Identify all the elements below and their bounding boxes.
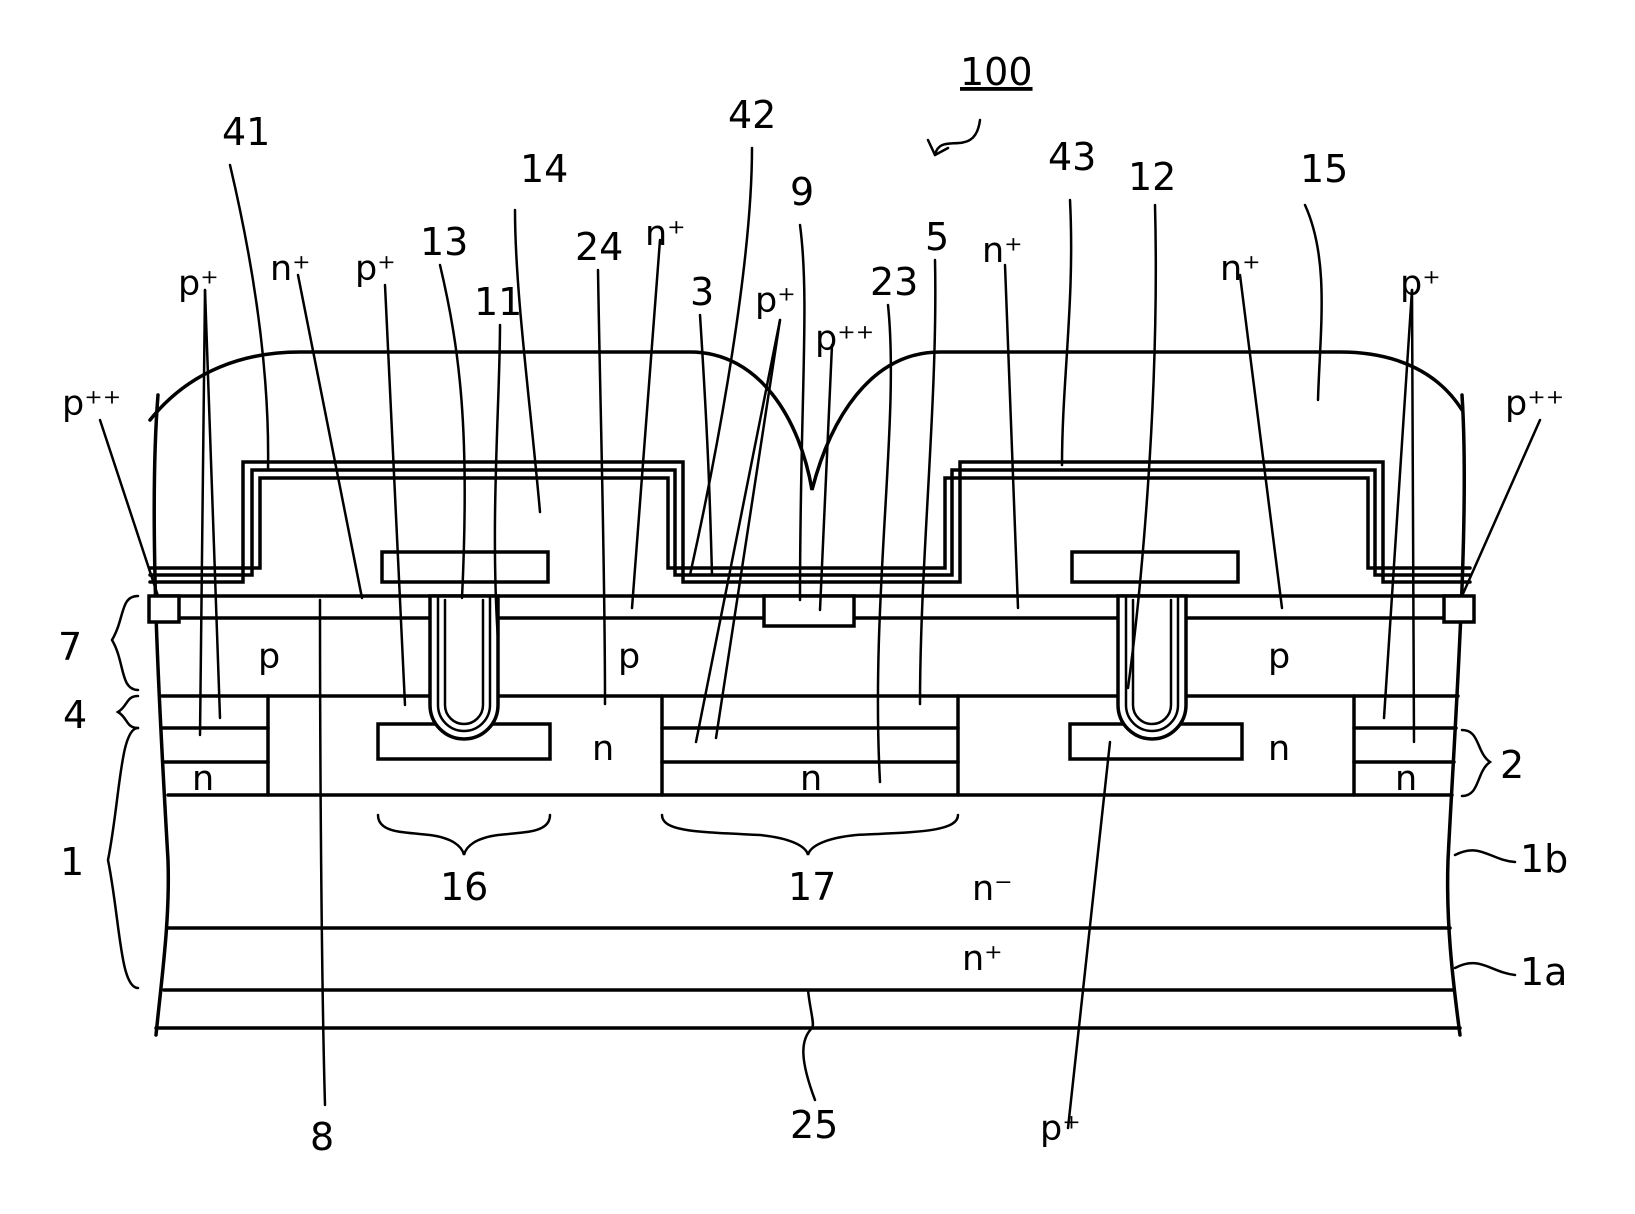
gate-electrode-right-cap: [1072, 552, 1238, 582]
label-4: 4: [63, 693, 87, 737]
doping-n-center: n: [592, 729, 614, 769]
figure-ref-100: 100: [960, 50, 1033, 94]
label-24: 24: [575, 225, 623, 269]
brace-17: [662, 815, 958, 855]
label-8: 8: [310, 1115, 334, 1159]
p-pp-contact-right: [1444, 596, 1474, 622]
label-13: 13: [420, 220, 468, 264]
p-pp-contact-left: [149, 596, 179, 622]
label-15: 15: [1300, 147, 1348, 191]
brace-2: [1462, 730, 1490, 796]
doping-n-bottom-left: n: [192, 759, 214, 799]
label-42: 42: [728, 93, 776, 137]
brace-16: [378, 815, 550, 855]
doping-n-plus-3: n⁺: [982, 231, 1023, 271]
doping-n-plus-1: n⁺: [270, 249, 311, 289]
doping-p-center: p: [618, 637, 640, 677]
label-7: 7: [58, 625, 82, 669]
label-14: 14: [520, 147, 568, 191]
label-1a: 1a: [1520, 950, 1567, 994]
label-5: 5: [925, 215, 949, 259]
doping-labels: p⁺⁺ p⁺ n⁺ p⁺ n⁺ p⁺ p⁺⁺ n⁺ n⁺ p⁺ p⁺⁺ p p …: [62, 214, 1564, 1149]
doping-p-pp-right: p⁺⁺: [1505, 384, 1564, 424]
label-16: 16: [440, 865, 488, 909]
doping-p-plus-left: p⁺: [178, 264, 219, 304]
label-25: 25: [790, 1103, 838, 1147]
label-43: 43: [1048, 135, 1096, 179]
label-12: 12: [1128, 155, 1176, 199]
right-edge: [1448, 395, 1465, 1035]
doping-n-plus-substrate: n⁺: [962, 939, 1003, 979]
label-11: 11: [474, 280, 522, 324]
brace-4: [118, 696, 138, 728]
trench-gate-right: [1072, 552, 1238, 739]
semiconductor-body: [149, 395, 1474, 1035]
label-2: 2: [1500, 743, 1524, 787]
label-41: 41: [222, 110, 270, 154]
doping-p-plus-bottom: p⁺: [1040, 1109, 1081, 1149]
doping-n-right: n: [1268, 729, 1290, 769]
label-23: 23: [870, 260, 918, 304]
label-17: 17: [788, 865, 836, 909]
label-3: 3: [690, 270, 714, 314]
p-pp-contact-center: [764, 596, 854, 626]
label-1: 1: [60, 840, 84, 884]
doping-n-bottom-right: n: [1395, 759, 1417, 799]
doping-n-plus-2: n⁺: [645, 214, 686, 254]
left-edge: [154, 395, 168, 1035]
doping-p-plus-right: p⁺: [1400, 264, 1441, 304]
label-1b: 1b: [1520, 837, 1568, 881]
doping-p-pp-center: p⁺⁺: [815, 319, 874, 359]
doping-p-left: p: [258, 637, 280, 677]
doping-n-plus-4: n⁺: [1220, 249, 1261, 289]
label-9: 9: [790, 170, 814, 214]
trench-gate-left: [382, 552, 548, 739]
doping-p-plus-2: p⁺: [355, 249, 396, 289]
doping-p-plus-3: p⁺: [755, 281, 796, 321]
doping-n-bottom-center: n: [800, 759, 822, 799]
doping-n-minus: n⁻: [972, 869, 1013, 909]
doping-p-right: p: [1268, 637, 1290, 677]
brace-7: [112, 596, 138, 690]
gate-electrode-left-cap: [382, 552, 548, 582]
brace-1: [108, 728, 138, 988]
doping-p-pp-left: p⁺⁺: [62, 384, 121, 424]
